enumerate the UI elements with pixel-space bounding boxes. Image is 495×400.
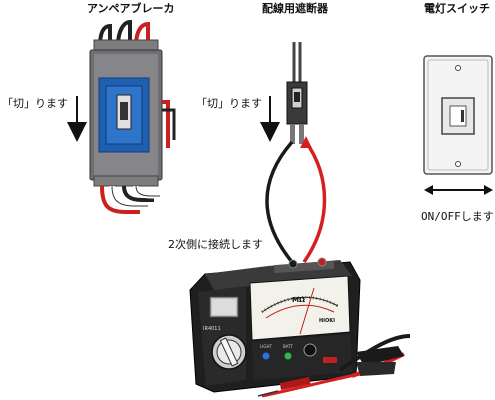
distribution-breaker-title: 配線用遮断器	[262, 2, 328, 15]
breaker-title: アンペアブレーカ	[87, 2, 175, 15]
black-test-lead	[265, 140, 294, 264]
onoff-label: ON/OFFします	[421, 210, 494, 223]
off-label-left: 「切」ります	[2, 97, 68, 110]
distribution-breaker	[286, 42, 308, 144]
batt-button-label: BATT	[283, 344, 294, 349]
scale-unit: MΩ	[292, 296, 305, 304]
probe-leads	[257, 334, 411, 398]
light-switch-title: 電灯スイッチ	[424, 2, 490, 15]
ampere-breaker	[89, 19, 176, 214]
red-lead-arrowhead	[300, 136, 312, 148]
off-label-middle: 「切」ります	[196, 97, 262, 110]
light-button-label: LIGHT	[260, 344, 273, 349]
connect-secondary-label: 2次側に接続します	[168, 238, 263, 251]
insulation-tester: IR4011 MΩ LIGHT BATT HIOKI	[189, 257, 361, 393]
brand-logo: HIOKI	[319, 318, 335, 324]
light-switch	[423, 55, 493, 175]
red-test-lead	[302, 140, 327, 264]
model-label: IR4011	[203, 326, 221, 332]
onoff-double-arrow	[424, 185, 493, 195]
